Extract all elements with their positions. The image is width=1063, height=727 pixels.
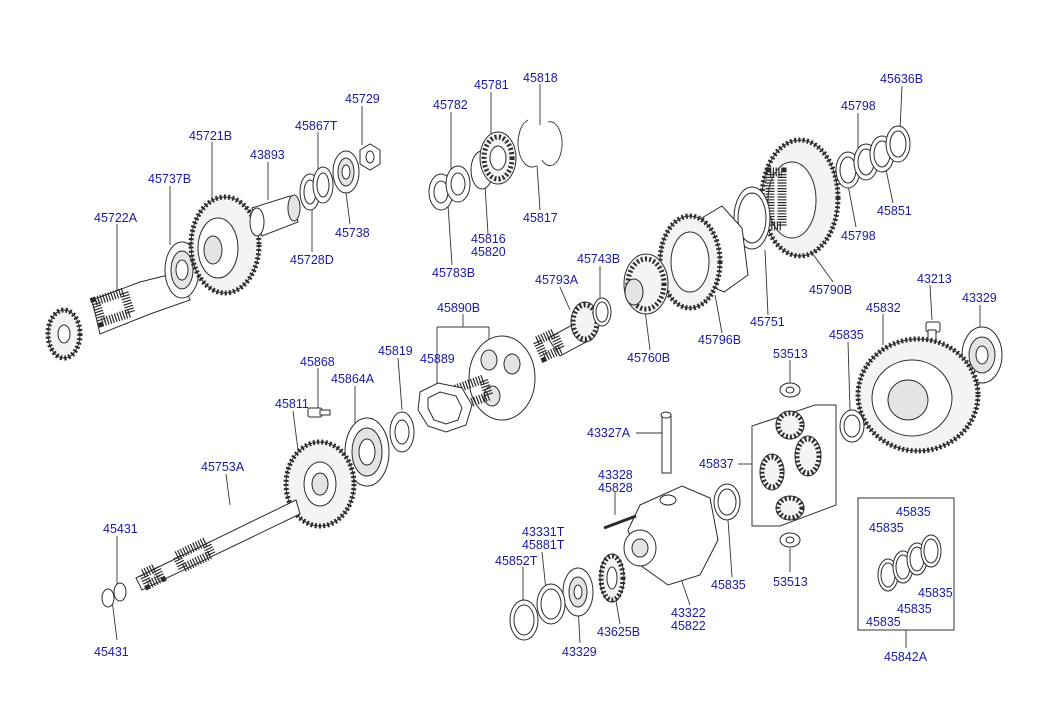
synchro-45781	[470, 131, 517, 190]
label-45835-middle: 45835	[711, 578, 746, 592]
bolt-45868	[307, 407, 331, 418]
ring-gear-45832	[855, 336, 981, 454]
label-45798-top: 45798	[841, 99, 876, 113]
shims-45852T-45881T	[509, 583, 566, 641]
label-45782: 45782	[433, 98, 468, 112]
label-45811: 45811	[275, 397, 309, 411]
label-45851: 45851	[877, 204, 912, 218]
label-45743B: 45743B	[577, 252, 620, 266]
diff-gear-set-45837	[751, 404, 837, 527]
label-45817: 45817	[523, 211, 558, 225]
label-45722A: 45722A	[94, 211, 138, 225]
label-53513-bottom: 53513	[773, 575, 808, 589]
label-45760B: 45760B	[627, 351, 670, 365]
pin-43328	[603, 514, 637, 530]
label-45881T: 45881T	[522, 538, 565, 552]
label-45835-kit-d: 45835	[897, 602, 932, 616]
label-45864A: 45864A	[331, 372, 375, 386]
label-45753A: 45753A	[201, 460, 245, 474]
label-45835-kit-c: 45835	[918, 586, 953, 600]
washer-45835-middle	[713, 483, 741, 521]
bearing-45738	[332, 150, 360, 194]
label-45729: 45729	[345, 92, 380, 106]
shaft-45753A	[135, 499, 301, 591]
snap-rings-45431	[101, 582, 127, 608]
label-45819: 45819	[378, 344, 413, 358]
label-45890B: 45890B	[437, 301, 480, 315]
washer-kit-45842A	[857, 497, 955, 631]
label-45835-right: 45835	[829, 328, 864, 342]
label-45889: 45889	[420, 352, 455, 366]
label-45738: 45738	[335, 226, 370, 240]
part-labels: 45722A 45737B 45721B 43893 45867T 45729 …	[94, 71, 997, 664]
label-45852T: 45852T	[495, 554, 538, 568]
label-45783B: 45783B	[432, 266, 475, 280]
label-45818: 45818	[523, 71, 558, 85]
label-45868: 45868	[300, 355, 335, 369]
label-45790B: 45790B	[809, 283, 852, 297]
label-43327A: 43327A	[587, 426, 631, 440]
label-45822: 45822	[671, 619, 706, 633]
gear-45721B	[188, 194, 262, 296]
label-45828: 45828	[598, 481, 633, 495]
diff-case-43322	[623, 485, 719, 586]
label-45781: 45781	[474, 78, 509, 92]
label-45867T: 45867T	[295, 119, 338, 133]
label-43893: 43893	[250, 148, 285, 162]
washers-45798-45851-45636B	[835, 125, 911, 189]
label-43331T: 43331T	[522, 525, 565, 539]
label-43322: 43322	[671, 606, 706, 620]
sleeve-43893	[249, 194, 301, 237]
label-45835-kit-b: 45835	[869, 521, 904, 535]
carrier-45890B	[447, 335, 536, 421]
label-45737B: 45737B	[148, 172, 191, 186]
label-45793A: 45793A	[535, 273, 579, 287]
label-43328: 43328	[598, 468, 633, 482]
drum-45796B	[657, 205, 749, 311]
label-45728D: 45728D	[290, 253, 334, 267]
label-45431-top: 45431	[103, 522, 138, 536]
output-shaft-45722A	[45, 271, 191, 361]
washer-45819	[389, 411, 415, 453]
label-45431-bottom: 45431	[94, 645, 129, 659]
bolt-43213	[925, 321, 941, 343]
washer-45835-right	[839, 409, 865, 443]
nut-45729	[359, 143, 381, 171]
label-45820: 45820	[471, 245, 506, 259]
ring-gear-45790B	[759, 137, 841, 259]
gear-45811	[283, 439, 357, 529]
pin-43327A	[660, 411, 672, 474]
label-45835-kit-a: 45835	[896, 505, 931, 519]
washers-53513	[779, 382, 801, 548]
label-45798-bottom: 45798	[841, 229, 876, 243]
rings-45728D-45867T	[299, 166, 334, 211]
label-45835-kit-e: 45835	[866, 615, 901, 629]
label-45721B: 45721B	[189, 129, 232, 143]
label-43213: 43213	[917, 272, 952, 286]
label-43329-bottom: 43329	[562, 645, 597, 659]
label-45636B: 45636B	[880, 72, 923, 86]
seal-45889	[417, 382, 473, 433]
label-45751: 45751	[750, 315, 785, 329]
washers-45783B-45782	[428, 165, 471, 211]
carrier-45760B	[623, 253, 669, 315]
label-45816: 45816	[471, 232, 506, 246]
gear-43625B	[598, 553, 626, 603]
label-45832: 45832	[866, 301, 901, 315]
label-43625B: 43625B	[597, 625, 640, 639]
bearing-43329-lower	[562, 567, 594, 617]
sun-gear-45793A	[531, 297, 612, 363]
label-43329-top: 43329	[962, 291, 997, 305]
label-45842A: 45842A	[884, 650, 928, 664]
label-45837: 45837	[699, 457, 734, 471]
label-53513-top: 53513	[773, 347, 808, 361]
label-45796B: 45796B	[698, 333, 741, 347]
snap-rings-45817-45818	[517, 119, 563, 168]
bearing-45864A	[344, 417, 390, 487]
